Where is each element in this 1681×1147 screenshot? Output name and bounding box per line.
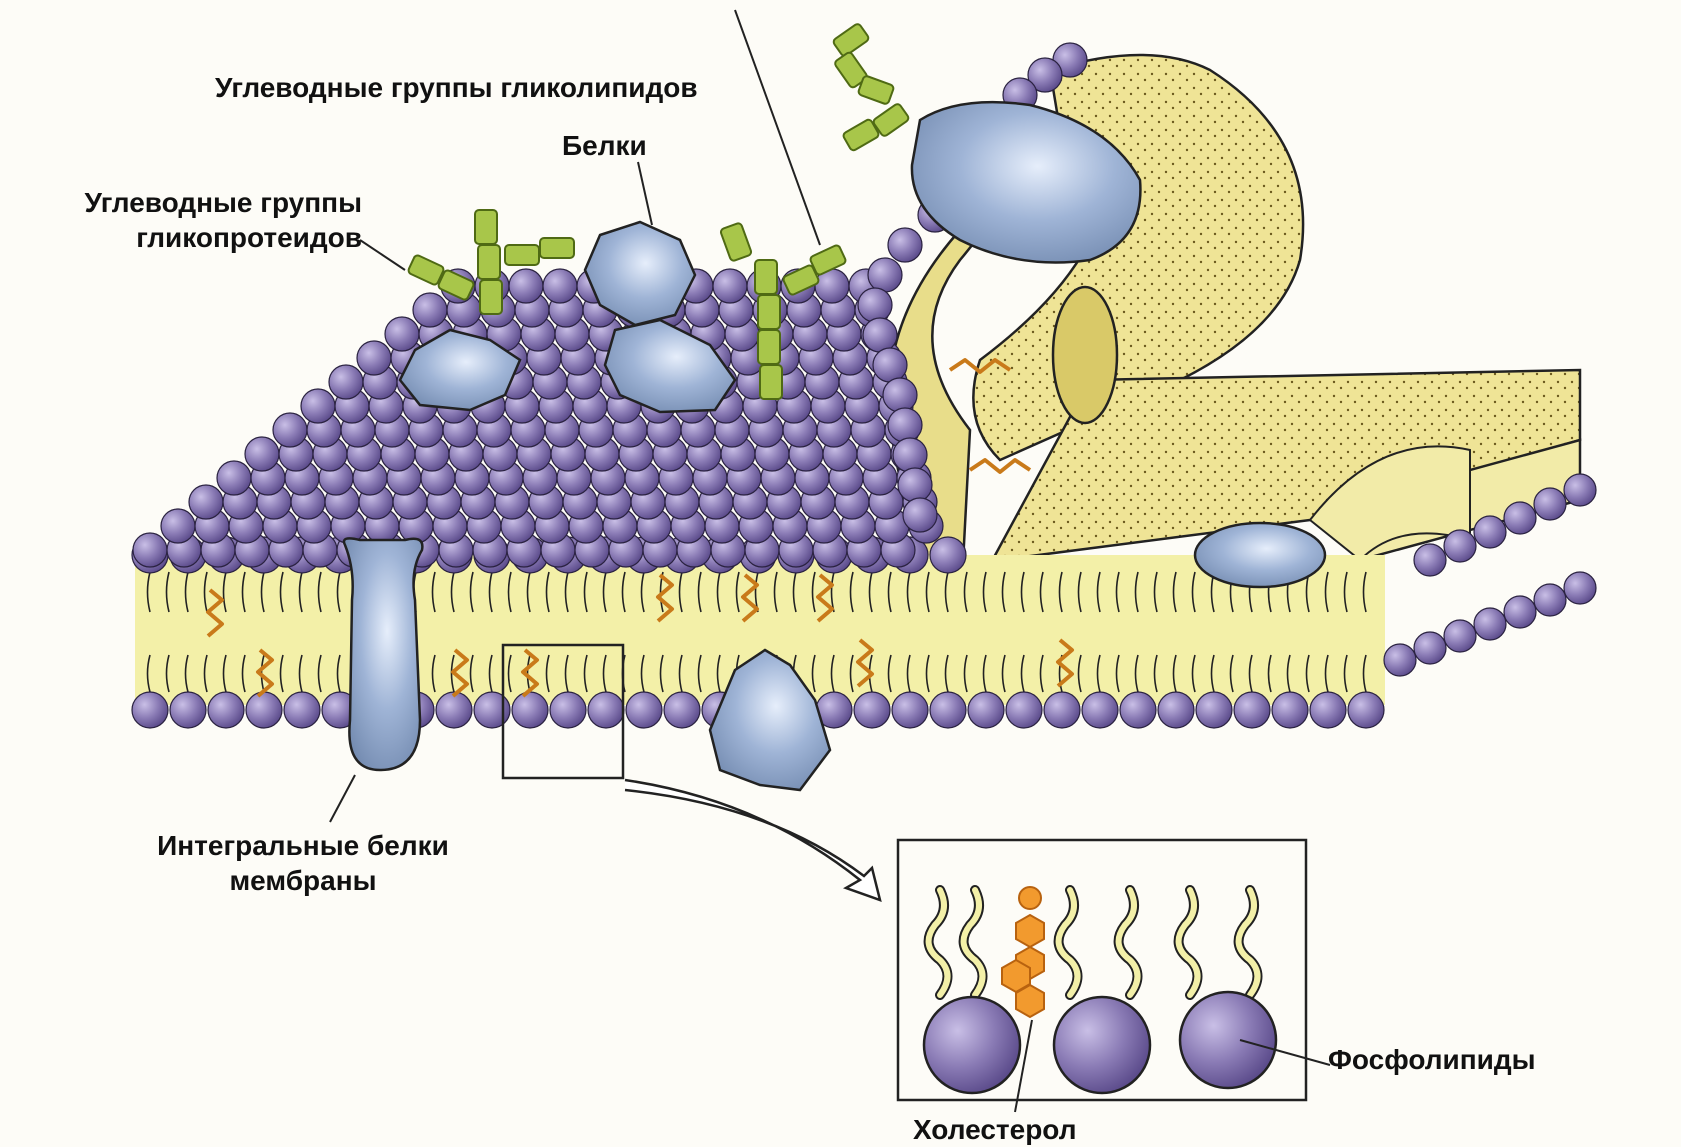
phospholipid-head (588, 692, 624, 728)
label-integral-proteins: Интегральные белки мембраны (118, 828, 488, 898)
phospholipid-head (903, 498, 937, 532)
phospholipid-head (930, 537, 966, 573)
phospholipid-head (868, 258, 902, 292)
phospholipid-head (1272, 692, 1308, 728)
phospholipid-head (1504, 596, 1536, 628)
phospholipid-head (888, 408, 922, 442)
label-glycoprotein-carbohydrates: Углеводные группы гликопротеидов (14, 185, 362, 255)
phospholipid-head (301, 389, 335, 423)
phospholipid-head (626, 692, 662, 728)
label-integral-line2: мембраны (118, 863, 488, 898)
phospholipid-head (217, 461, 251, 495)
label-phospholipids: Фосфолипиды (1328, 1042, 1536, 1077)
phospholipid-head (968, 692, 1004, 728)
phospholipid-head (1474, 516, 1506, 548)
phospholipid-head (161, 509, 195, 543)
phospholipid-head (284, 692, 320, 728)
phospholipid-head (863, 318, 897, 352)
phospholipid-head (1082, 692, 1118, 728)
zoom-arrow (625, 780, 880, 900)
phospholipid-head (1348, 692, 1384, 728)
phospholipid-head (413, 293, 447, 327)
phospholipid-head (1120, 692, 1156, 728)
label-proteins: Белки (562, 128, 647, 163)
phospholipid-head-detail-3 (1180, 992, 1276, 1088)
phospholipid-head (1534, 488, 1566, 520)
phospholipid-head (329, 365, 363, 399)
phospholipid-head-detail-2 (1054, 997, 1150, 1093)
phospholipid-head (1534, 584, 1566, 616)
phospholipid-head-detail-1 (924, 997, 1020, 1093)
phospholipid-head (1414, 632, 1446, 664)
protein-in-slab (1195, 523, 1325, 587)
phospholipid-head (1310, 692, 1346, 728)
top-phospholipid-heads (133, 269, 943, 567)
phospholipid-head (385, 317, 419, 351)
phospholipid-head (930, 692, 966, 728)
label-glycoprotein-line2: гликопротеидов (14, 220, 362, 255)
phospholipid-head (245, 437, 279, 471)
phospholipid-head (1234, 692, 1270, 728)
phospholipid-head (893, 438, 927, 472)
phospholipid-head (664, 692, 700, 728)
phospholipid-head (133, 533, 167, 567)
phospholipid-head (1474, 608, 1506, 640)
phospholipid-head (1196, 692, 1232, 728)
phospholipid-head (1504, 502, 1536, 534)
phospholipid-head (1564, 572, 1596, 604)
phospholipid-head (357, 341, 391, 375)
phospholipid-head (273, 413, 307, 447)
phospholipid-head (512, 692, 548, 728)
phospholipid-head (170, 692, 206, 728)
phospholipid-head (1384, 644, 1416, 676)
integral-protein-channel (344, 538, 422, 770)
phospholipid-head (208, 692, 244, 728)
phospholipid-head (550, 692, 586, 728)
phospholipid-head (854, 692, 890, 728)
phospholipid-head (543, 269, 577, 303)
phospholipid-head (1414, 544, 1446, 576)
label-integral-line1: Интегральные белки (118, 828, 488, 863)
label-glycolipid-carbohydrates: Углеводные группы гликолипидов (215, 70, 698, 105)
phospholipid-head (898, 468, 932, 502)
phospholipid-head (474, 692, 510, 728)
phospholipid-head (436, 692, 472, 728)
phospholipid-head (892, 692, 928, 728)
phospholipid-head (1044, 692, 1080, 728)
phospholipid-head (1444, 620, 1476, 652)
phospholipid-head (1158, 692, 1194, 728)
phospholipid-head (873, 348, 907, 382)
phospholipid-head (713, 269, 747, 303)
label-glycoprotein-line1: Углеводные группы (14, 185, 362, 220)
phospholipid-head (883, 378, 917, 412)
phospholipid-head (509, 269, 543, 303)
phospholipid-head (1444, 530, 1476, 562)
phospholipid-head (189, 485, 223, 519)
phospholipid-head (888, 228, 922, 262)
free-carbohydrate-chain (832, 23, 910, 152)
label-cholesterol: Холестерол (913, 1112, 1077, 1147)
phospholipid-head (858, 288, 892, 322)
phospholipid-head (246, 692, 282, 728)
phospholipid-head (1564, 474, 1596, 506)
phospholipid-head (132, 692, 168, 728)
phospholipid-head (1006, 692, 1042, 728)
